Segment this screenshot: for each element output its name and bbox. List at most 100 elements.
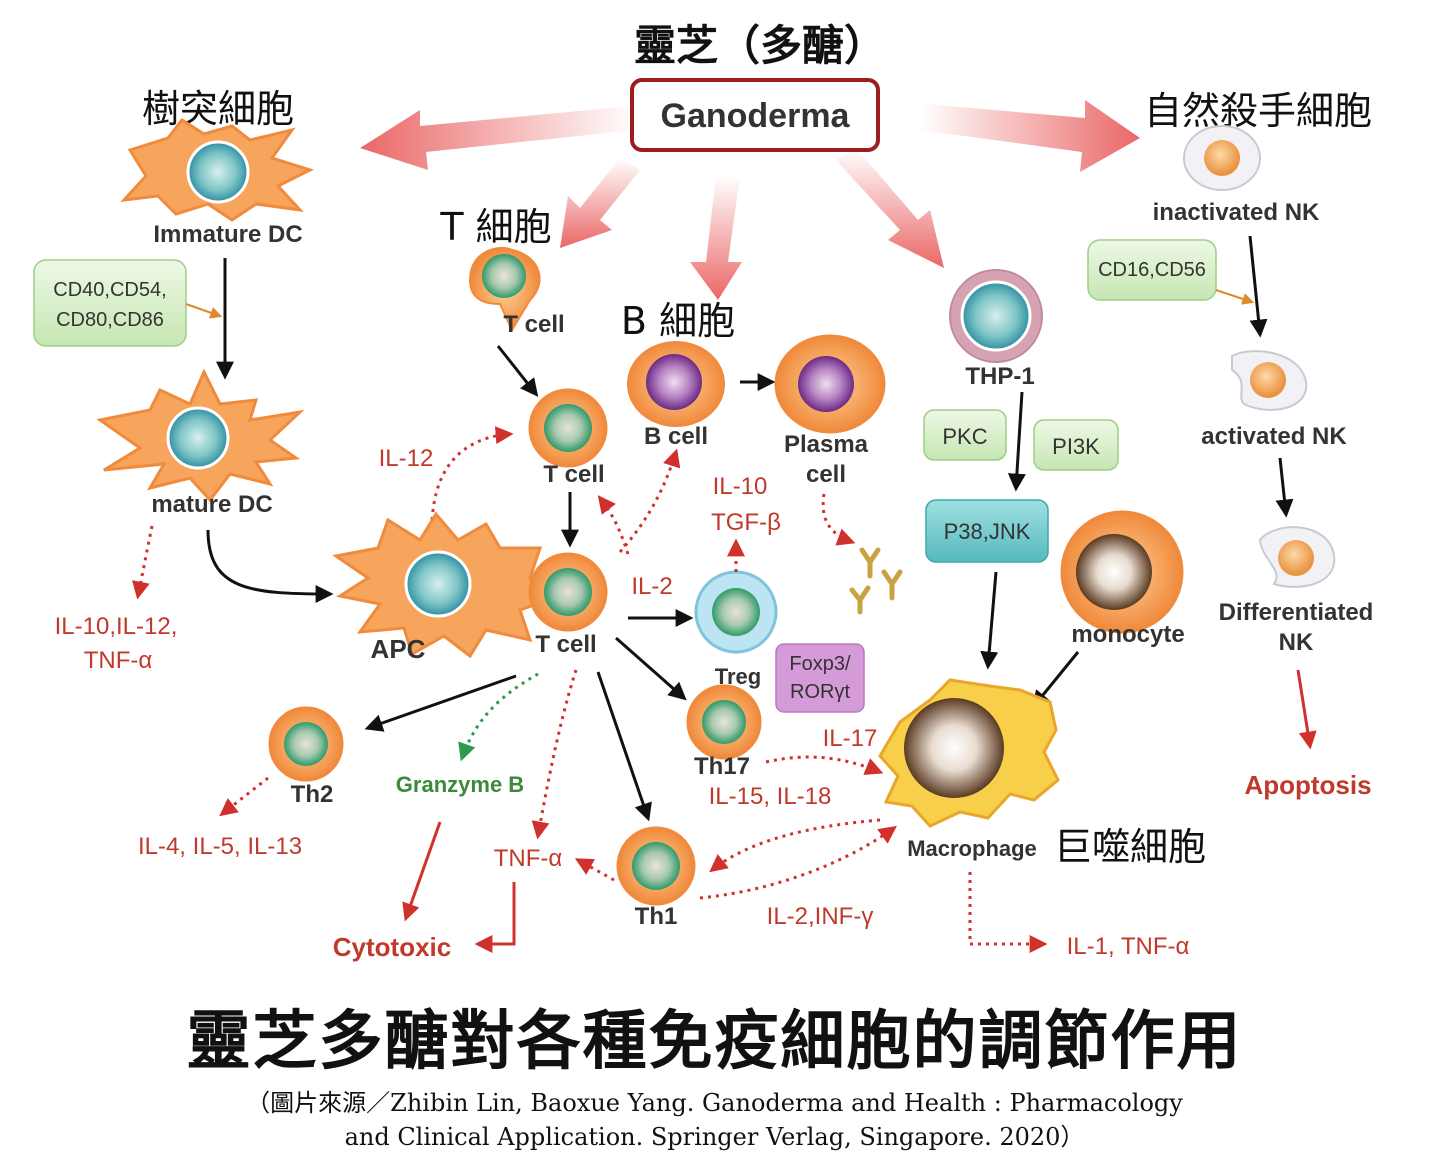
source-caption: （圖片來源／Zhibin Lin, Baoxue Yang. Ganoderma…: [0, 1086, 1429, 1154]
plasma-cell: [774, 334, 886, 434]
dotted-t-tnfa: [531, 669, 578, 840]
arrow-t-to-th17: [615, 636, 687, 701]
arrow-to-nk: [920, 100, 1140, 172]
apc-label: APC: [371, 634, 426, 664]
apc-cell: [332, 511, 551, 659]
p38-box: [925, 499, 1049, 563]
tnfa-label: TNF-α: [494, 845, 563, 872]
arrow-to-bcell: [690, 176, 742, 300]
arrow-nk-active-diff: [1275, 457, 1294, 518]
b-cell: [627, 341, 725, 427]
il12-label: IL-12: [379, 445, 434, 472]
differentiated-nk-label-1: Differentiated: [1219, 599, 1374, 626]
mature-dc-label: mature DC: [151, 491, 272, 518]
zh-header-title: 靈芝（多醣）: [634, 21, 886, 70]
dotted-apc-il12: [430, 426, 514, 537]
pi3k-label: PI3K: [1052, 434, 1100, 459]
immature-dc-label: Immature DC: [153, 221, 302, 248]
zh-label-dc: 樹突細胞: [142, 87, 294, 131]
arrow-nk-apoptosis: [1296, 669, 1317, 750]
differentiated-nk-label-2: NK: [1279, 629, 1314, 656]
th2-cell: [268, 706, 344, 782]
t-cell-main-label: T cell: [535, 631, 596, 658]
th1-cell: [616, 826, 696, 906]
caption-line-1: （圖片來源／Zhibin Lin, Baoxue Yang. Ganoderma…: [246, 1089, 1183, 1117]
tgfb-label: TGF-β: [711, 509, 781, 536]
foxp3-line1: Foxp3/: [789, 653, 851, 675]
t-cell-main: [528, 552, 608, 632]
dotted-macrophage-th1: [709, 818, 881, 873]
zh-label-t: T 細胞: [439, 205, 551, 249]
antibody-icon: [849, 547, 903, 615]
inactivated-nk-label: inactivated NK: [1153, 199, 1320, 226]
cd-dc-box: [33, 259, 187, 347]
t-cell-top: [468, 246, 541, 333]
plasma-label-2: cell: [806, 461, 846, 488]
treg-cell: [694, 570, 778, 654]
thp1-cell: [949, 269, 1043, 363]
ganoderma-label: Ganoderma: [661, 97, 851, 135]
arrow-mature-to-apc: [206, 529, 334, 603]
dotted-t-granzyme: [458, 672, 539, 762]
arrow-thp1-p38: [1007, 391, 1026, 492]
pkc-label: PKC: [942, 424, 987, 449]
granzyme-label: Granzyme B: [396, 772, 524, 797]
arrow-nk-inactive-active: [1248, 235, 1268, 338]
cd-nk-connector: [1215, 289, 1255, 305]
t-cell-top-label: T cell: [503, 311, 564, 338]
monocyte-label: monocyte: [1071, 621, 1184, 648]
apoptosis-label: Apoptosis: [1244, 770, 1371, 800]
dotted-th1-macrophage: [699, 825, 897, 900]
arrow-t-to-th1: [596, 671, 652, 822]
main-title: 靈芝多醣對各種免疫細胞的調節作用: [186, 1005, 1243, 1079]
arrow-p38-macrophage: [980, 571, 999, 670]
macrophage-cell: [878, 678, 1060, 828]
immune-diagram: 靈芝（多醣） Ganoderma 樹突細胞 自然殺手細胞 T 細胞 B 細胞 巨…: [33, 21, 1374, 962]
cd-dc-line2: CD80,CD86: [56, 309, 164, 331]
cd-nk-label: CD16,CD56: [1098, 259, 1206, 281]
cd-dc-connector: [185, 303, 223, 319]
th17-label: Th17: [694, 753, 750, 780]
th2-cytokines: IL-4, IL-5, IL-13: [138, 833, 302, 860]
mac-cytokines: IL-1, TNF-α: [1067, 933, 1190, 960]
dotted-th2-cytokines: [219, 776, 269, 817]
arrow-granzyme-cytotoxic: [402, 821, 442, 922]
plasma-label-1: Plasma: [784, 431, 869, 458]
arrow-to-thp1: [836, 148, 944, 268]
inactivated-nk-cell: [1183, 125, 1261, 191]
cd-nk-box: [1087, 239, 1217, 301]
arrow-to-tcell: [560, 158, 640, 248]
pkc-box: [923, 409, 1007, 461]
pi3k-box: [1033, 419, 1119, 471]
caption-line-2: and Clinical Application. Springer Verla…: [344, 1123, 1085, 1151]
cd-dc-line1: CD40,CD54,: [53, 279, 166, 301]
dotted-th17-macrophage: [765, 755, 884, 775]
arrow-t-to-th2: [364, 674, 517, 732]
foxp3-box: [775, 643, 865, 713]
th1-label: Th1: [635, 903, 678, 930]
activated-nk-cell: [1231, 350, 1308, 411]
foxp3-line2: RORγt: [790, 681, 850, 703]
dc-cytokine-line1: IL-10,IL-12,: [55, 613, 178, 640]
il15-label: IL-15, IL-18: [709, 783, 832, 810]
p38-label: P38,JNK: [944, 519, 1031, 544]
arrow-t-top-to-mid: [496, 345, 539, 397]
immature-dc-cell: [120, 118, 314, 222]
il2inf-label: IL-2,INF-γ: [767, 903, 874, 930]
il10-label: IL-10: [713, 473, 768, 500]
t-cell-mid-label: T cell: [543, 461, 604, 488]
dotted-dc-cytokines: [131, 525, 154, 600]
t-cell-mid: [528, 388, 608, 468]
cytotoxic-label: Cytotoxic: [333, 932, 451, 962]
arrow-tnfa-cytotoxic: [474, 882, 516, 953]
zh-label-nk: 自然殺手細胞: [1144, 89, 1372, 133]
dotted-t-to-b: [618, 448, 681, 553]
dotted-plasma-antibodies: [821, 493, 856, 546]
dc-cytokine-line2: TNF-α: [84, 647, 153, 674]
th2-label: Th2: [291, 781, 334, 808]
il2-label: IL-2: [631, 573, 672, 600]
thp1-label: THP-1: [965, 363, 1034, 390]
activated-nk-label: activated NK: [1201, 423, 1347, 450]
dotted-t-to-tmid: [597, 495, 630, 555]
dotted-th1-tnfa: [574, 858, 615, 882]
